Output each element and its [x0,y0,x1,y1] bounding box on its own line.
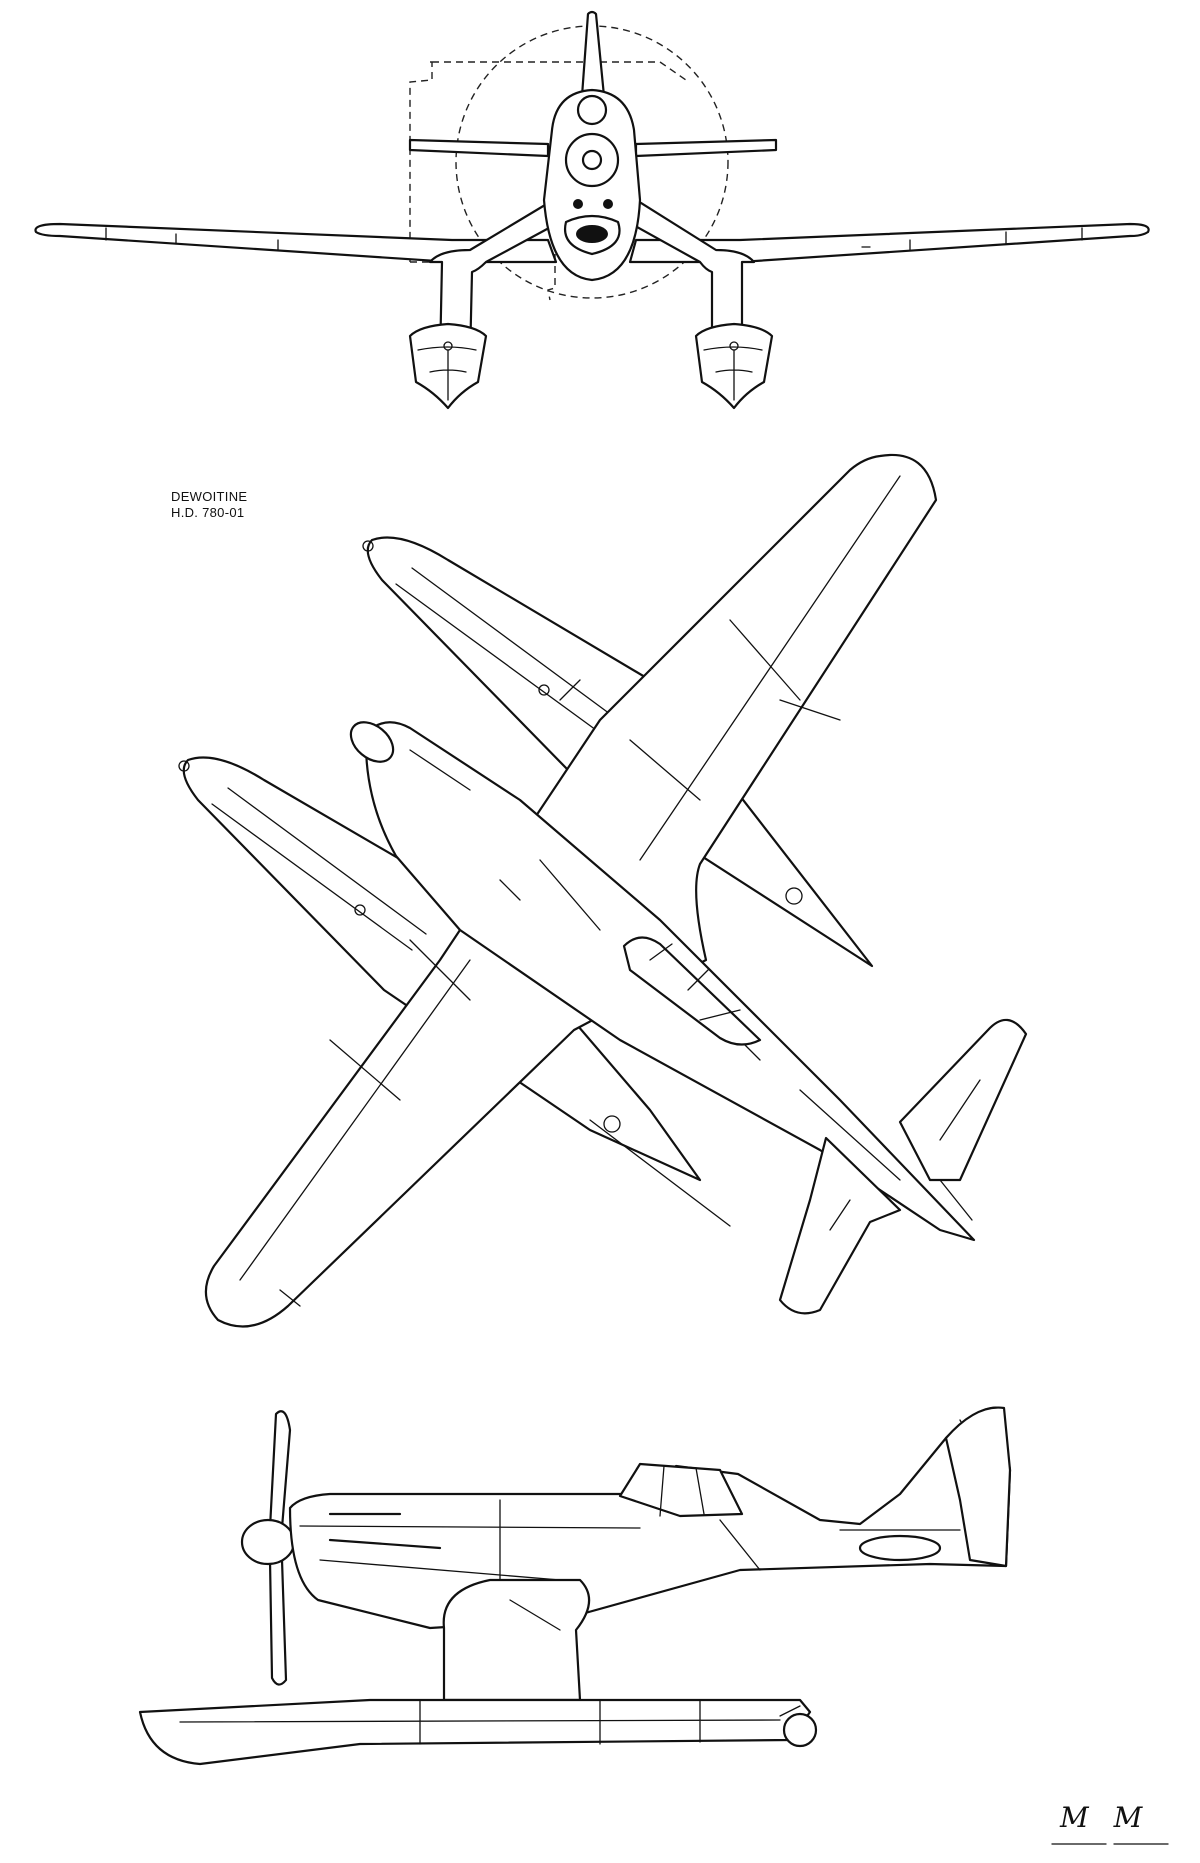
spinner [581,149,603,171]
exhaust-left [573,199,583,209]
front-right-wing [628,222,1150,264]
side-spinner [240,1518,296,1566]
front-fin [580,10,606,98]
front-left-wing [34,222,558,264]
side-tailplane [858,1534,942,1562]
front-left-float-fitting [443,341,453,351]
front-view [34,10,1150,410]
side-fuselage-detail [299,1419,1005,1629]
plan-lower-float-nose [178,760,190,772]
front-right-float-strut [626,194,756,362]
plan-tailplane-detail [829,1079,981,1231]
plan-rudder [939,1179,973,1221]
plan-lower-float-fitting [603,1115,621,1133]
front-canopy [576,94,608,126]
plan-upper-float-nose [362,540,374,552]
signature: M M [1060,1801,1151,1834]
side-canopy [618,1462,744,1518]
aircraft-designation: H.D. 780-01 [171,505,245,520]
side-float-strut [442,1578,591,1702]
front-left-float-detail [417,346,477,401]
front-dashed-outline [409,61,687,301]
side-fin-rudder [944,1406,1012,1568]
plan-cockpit-frames [649,943,741,1021]
plan-upper-float-detail [395,567,691,781]
plan-upper-float-window [538,684,550,696]
front-right-float-detail [703,346,763,401]
front-wing-ticks [105,227,1083,251]
plan-tailplane [778,1018,1028,1315]
plan-lower-float-detail [211,787,731,1227]
side-propeller [268,1410,292,1686]
side-float [138,1698,812,1766]
plan-cockpit [622,936,762,1046]
plan-view [178,453,1028,1328]
plan-upper-float-fitting [785,887,803,905]
side-strut-detail [509,1599,561,1631]
aircraft-title: DEWOITINE H.D. 780-01 [171,489,247,521]
plan-lower-float-window [354,904,366,916]
exhaust-right [603,199,613,209]
aircraft-name: DEWOITINE [171,489,248,504]
side-fuselage [288,1406,1012,1630]
side-view [138,1406,1012,1766]
signature-underline [1051,1843,1169,1845]
plan-spinner [349,721,395,763]
front-right-float-fitting [729,341,739,351]
side-float-detail [179,1699,781,1745]
side-exhausts [328,1512,442,1550]
intake-opening [576,225,608,243]
front-left-float-strut [428,194,562,362]
plan-wing-detail [239,475,901,1307]
side-float-rudder [782,1712,818,1748]
side-float-rudder-arm [779,1705,801,1717]
side-canopy-frame [659,1465,705,1517]
